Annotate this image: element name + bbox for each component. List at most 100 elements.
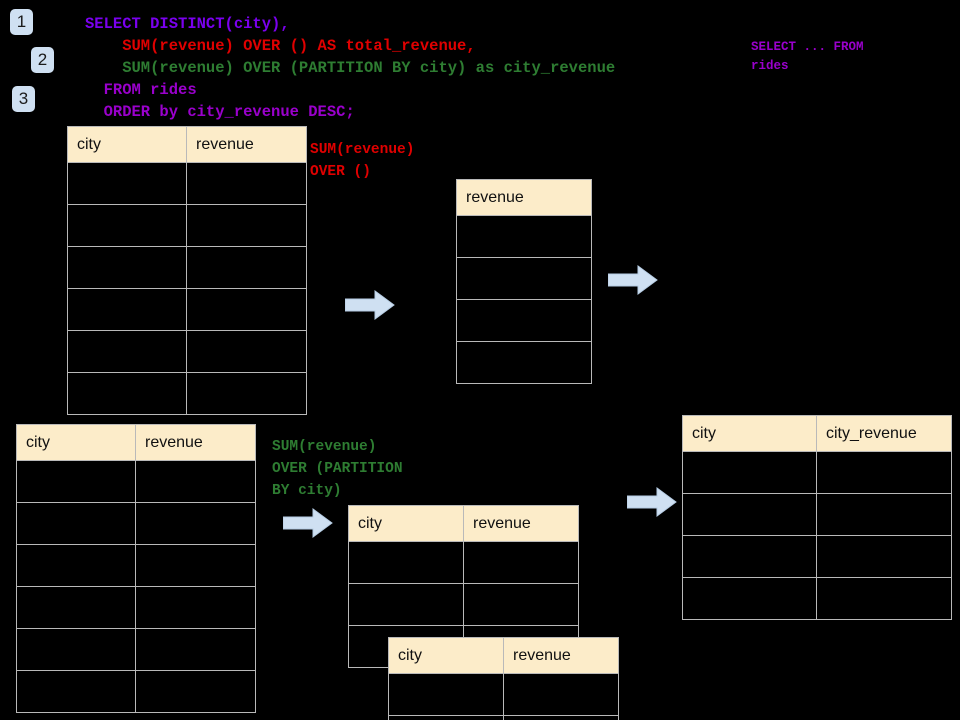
column-header-revenue: revenue — [186, 126, 307, 163]
table-cell — [67, 330, 187, 373]
table-cell — [816, 451, 952, 494]
table-cell — [135, 460, 256, 503]
table-cell — [135, 628, 256, 671]
column-header-city: city — [67, 126, 187, 163]
partition-group-table-b: city revenue — [388, 637, 619, 720]
table-cell — [67, 246, 187, 289]
table-cell — [16, 502, 136, 545]
table-row — [16, 502, 256, 545]
table-body — [388, 673, 619, 720]
table-header-row: city city_revenue — [682, 415, 952, 452]
table-header-row: city revenue — [16, 424, 256, 461]
table-cell — [456, 341, 592, 384]
table-row — [682, 493, 952, 536]
arrow-source-to-total — [345, 290, 395, 320]
table-body — [456, 215, 592, 384]
table-row — [16, 544, 256, 587]
table-row — [456, 257, 592, 300]
sql-line-order-by: ORDER by city_revenue DESC; — [85, 103, 355, 121]
arrow-source-to-partition — [283, 508, 333, 538]
table-cell — [682, 493, 817, 536]
rides-source-table: city revenue — [67, 126, 307, 415]
table-cell — [135, 502, 256, 545]
table-cell — [388, 673, 504, 716]
table-cell — [186, 162, 307, 205]
table-cell — [135, 544, 256, 587]
table-cell — [16, 586, 136, 629]
table-body — [16, 460, 256, 713]
table-cell — [503, 715, 619, 720]
table-cell — [67, 204, 187, 247]
table-cell — [186, 204, 307, 247]
arrow-partition-to-result — [627, 487, 677, 517]
rides-source-table-partition: city revenue — [16, 424, 256, 713]
table-cell — [67, 162, 187, 205]
table-cell — [135, 586, 256, 629]
table-cell — [186, 288, 307, 331]
table-header-row: city revenue — [67, 126, 307, 163]
table-cell — [816, 493, 952, 536]
table-cell — [682, 451, 817, 494]
table-cell — [388, 715, 504, 720]
table-cell — [67, 372, 187, 415]
table-cell — [186, 330, 307, 373]
column-header-revenue: revenue — [503, 637, 619, 674]
table-row — [348, 541, 579, 584]
step-badge-3: 3 — [12, 86, 35, 112]
table-row — [682, 451, 952, 494]
table-cell — [816, 577, 952, 620]
annotation-sum-over-empty: SUM(revenue) OVER () — [310, 142, 415, 180]
table-cell — [682, 535, 817, 578]
table-cell — [682, 577, 817, 620]
table-row — [67, 330, 307, 373]
table-cell — [348, 583, 464, 626]
table-body — [682, 451, 952, 620]
table-row — [388, 673, 619, 716]
table-header-row: city revenue — [348, 505, 579, 542]
table-cell — [16, 460, 136, 503]
step-badge-2: 2 — [31, 47, 54, 73]
table-row — [67, 162, 307, 205]
table-cell — [348, 541, 464, 584]
table-row — [682, 535, 952, 578]
step-badge-1: 1 — [10, 9, 33, 35]
table-cell — [456, 215, 592, 258]
table-cell — [186, 372, 307, 415]
column-header-city: city — [682, 415, 817, 452]
table-cell — [135, 670, 256, 713]
table-row — [682, 577, 952, 620]
column-header-city: city — [348, 505, 464, 542]
table-row — [67, 288, 307, 331]
sql-line-sum-over-partition: SUM(revenue) OVER (PARTITION BY city) as… — [85, 59, 616, 77]
annotation-select-from-rides: SELECT ... FROM rides — [751, 40, 864, 73]
table-row — [456, 341, 592, 384]
result-city-revenue-table: city city_revenue — [682, 415, 952, 620]
table-cell — [16, 544, 136, 587]
table-cell — [503, 673, 619, 716]
table-row — [16, 586, 256, 629]
table-cell — [463, 541, 579, 584]
table-row — [456, 299, 592, 342]
table-cell — [16, 628, 136, 671]
table-row — [16, 628, 256, 671]
column-header-revenue: revenue — [456, 179, 592, 216]
table-cell — [186, 246, 307, 289]
sql-line-from: FROM rides — [85, 81, 197, 99]
table-row — [16, 460, 256, 503]
sql-line-sum-over-empty: SUM(revenue) OVER () AS total_revenue, — [85, 37, 476, 55]
column-header-revenue: revenue — [135, 424, 256, 461]
column-header-city: city — [388, 637, 504, 674]
table-row — [388, 715, 619, 720]
total-revenue-table: revenue — [456, 179, 592, 384]
table-cell — [456, 299, 592, 342]
column-header-city-revenue: city_revenue — [816, 415, 952, 452]
table-cell — [16, 670, 136, 713]
column-header-revenue: revenue — [463, 505, 579, 542]
table-header-row: revenue — [456, 179, 592, 216]
table-row — [16, 670, 256, 713]
partition-group-table-a: city revenue — [348, 505, 579, 668]
table-row — [67, 372, 307, 415]
table-cell — [456, 257, 592, 300]
table-cell — [67, 288, 187, 331]
